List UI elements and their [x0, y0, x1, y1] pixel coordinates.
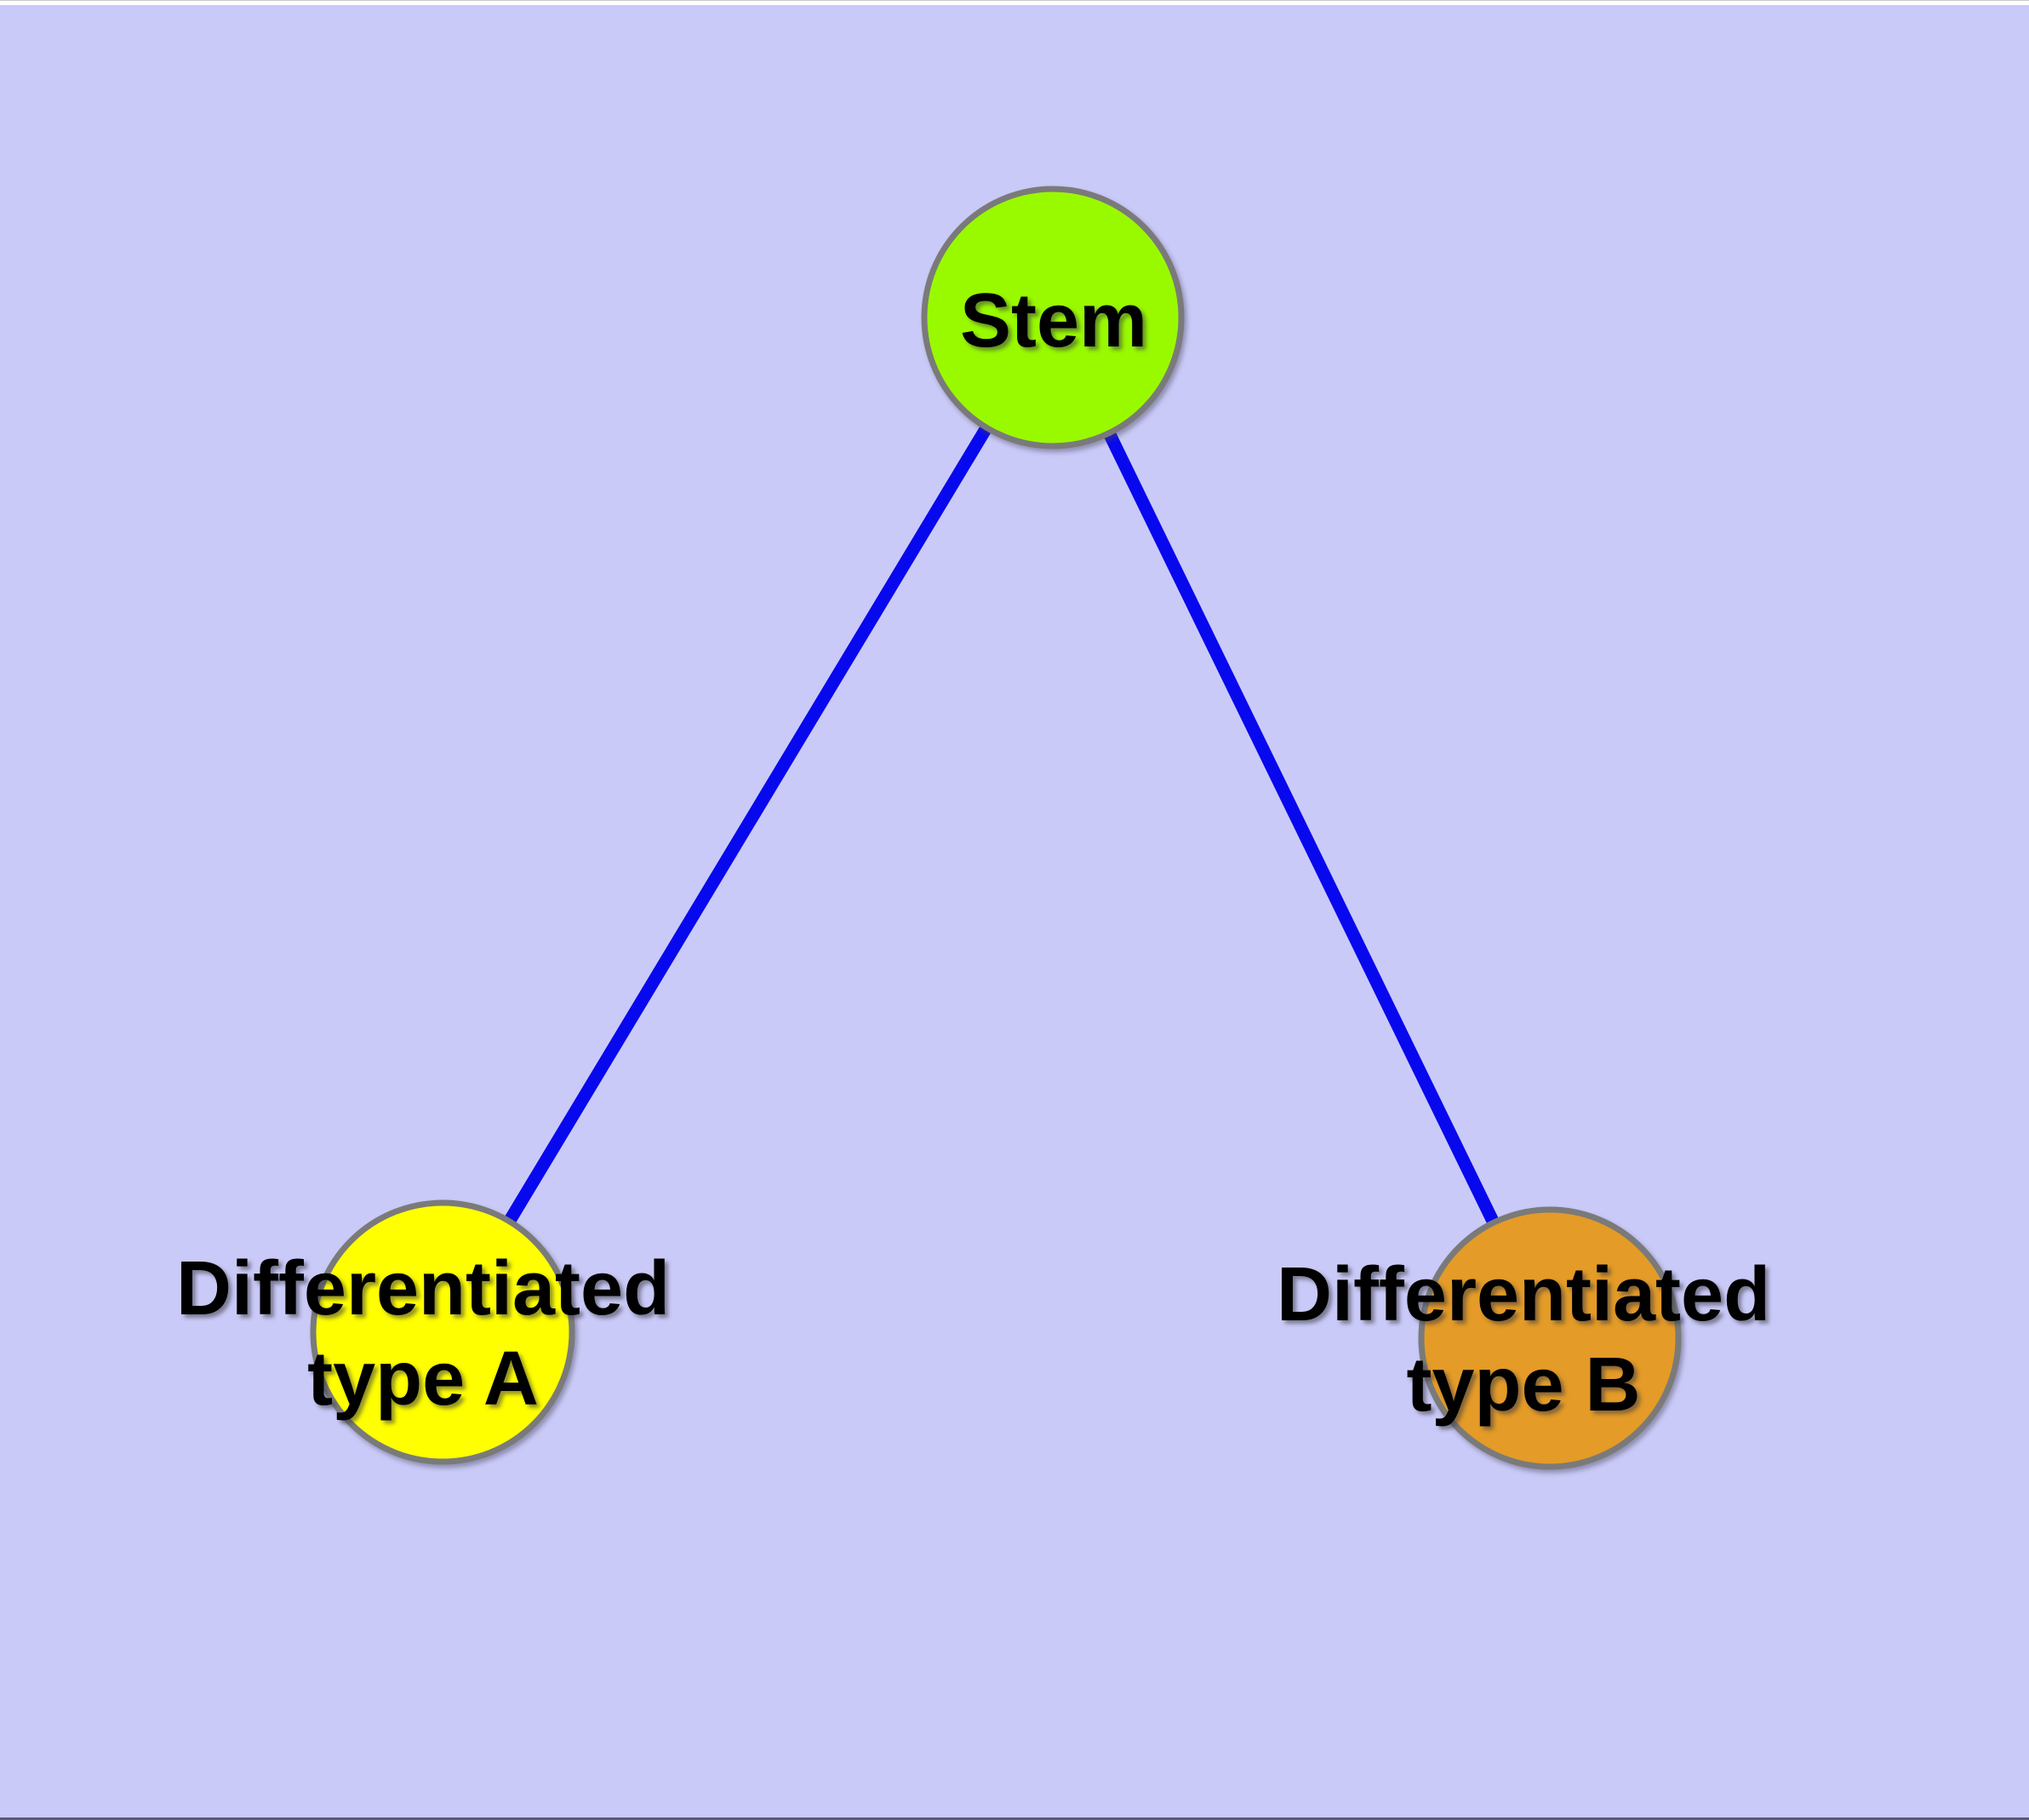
- edge-stem-to-diff-b: [1047, 314, 1556, 1342]
- edge-layer: [437, 314, 1556, 1342]
- node-diff-b[interactable]: [1418, 1206, 1682, 1470]
- window-top-edge: [0, 0, 2029, 5]
- node-stem[interactable]: [921, 186, 1185, 449]
- window-bottom-edge: [0, 1817, 2029, 1820]
- node-diff-a[interactable]: [310, 1199, 575, 1465]
- edge-stem-to-diff-a: [437, 314, 1059, 1336]
- node-layer: [310, 186, 1682, 1470]
